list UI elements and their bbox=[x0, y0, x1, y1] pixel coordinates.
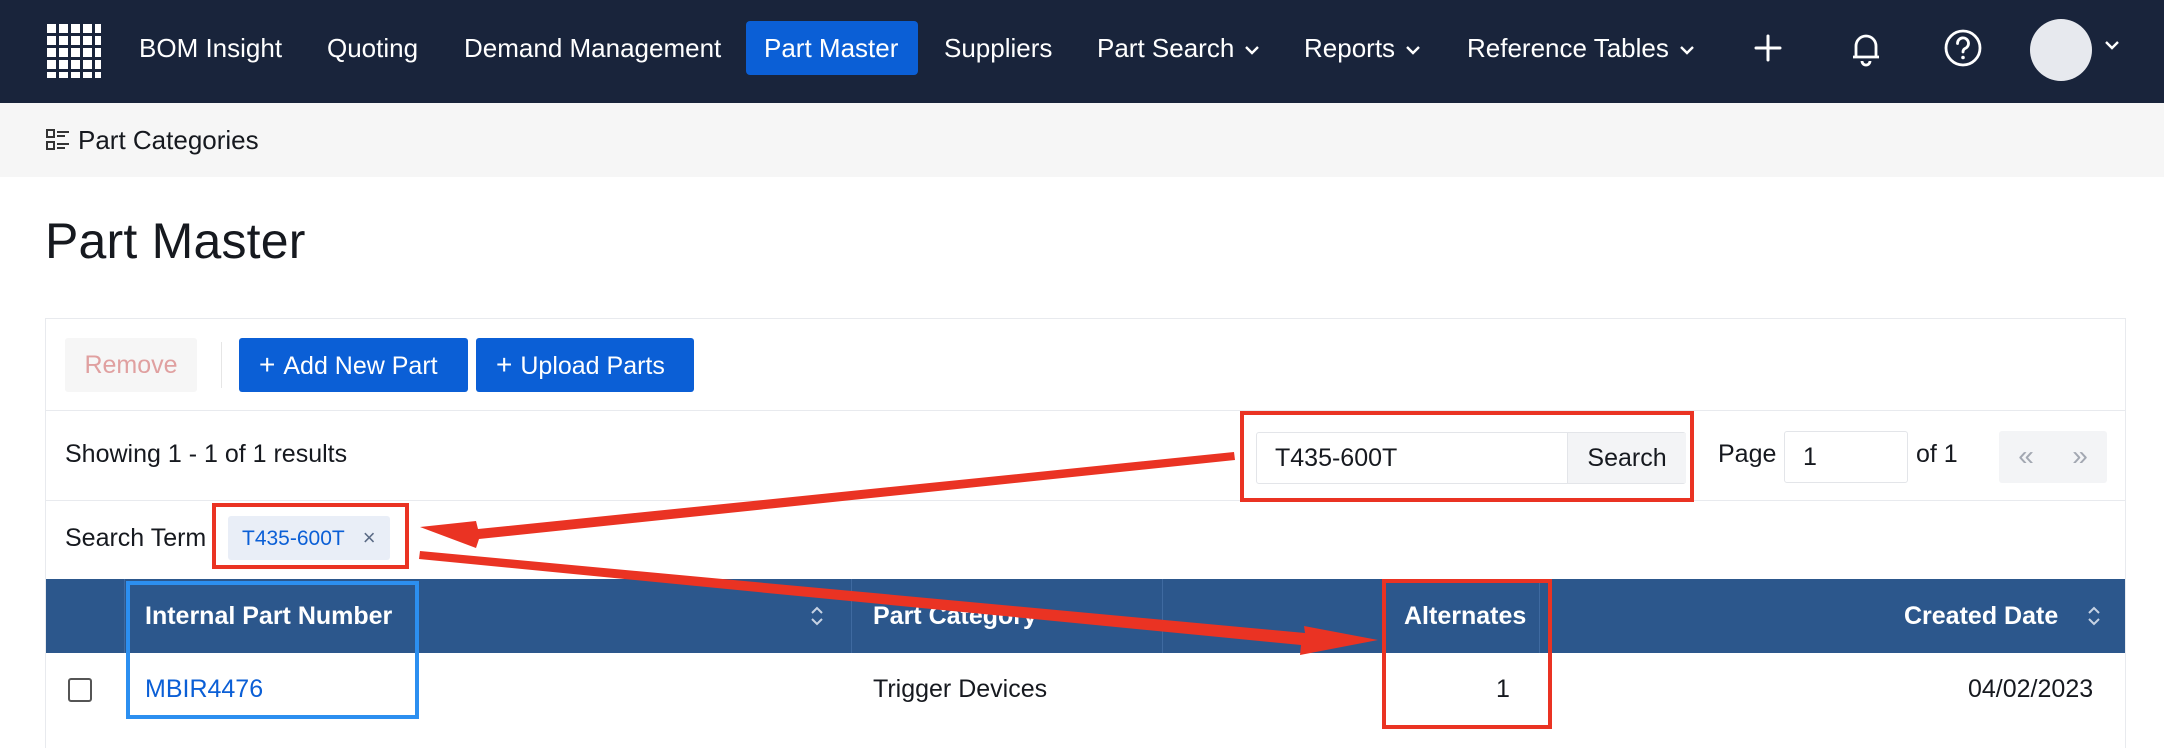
toolbar-divider bbox=[221, 342, 222, 388]
divider bbox=[46, 500, 2125, 501]
chevron-down-icon[interactable] bbox=[2104, 40, 2120, 50]
bell-icon[interactable] bbox=[1842, 24, 1890, 72]
plus-icon[interactable] bbox=[1744, 24, 1792, 72]
nav-label: Reports bbox=[1304, 33, 1396, 63]
nav-reports[interactable]: Reports bbox=[1286, 21, 1439, 75]
page-total-label: of 1 bbox=[1916, 440, 1958, 468]
part-categories-link[interactable]: Part Categories bbox=[78, 125, 259, 155]
search-box: Search bbox=[1256, 432, 1686, 484]
avatar[interactable] bbox=[2030, 19, 2092, 81]
page-label: Page bbox=[1718, 440, 1777, 468]
close-icon[interactable]: × bbox=[362, 525, 376, 550]
add-new-part-button[interactable]: +Add New Part bbox=[239, 338, 468, 392]
alternates-cell: 1 bbox=[1496, 675, 1510, 703]
column-header-alternates[interactable]: Alternates bbox=[1404, 602, 1527, 630]
nav-reference-tables[interactable]: Reference Tables bbox=[1449, 21, 1713, 75]
part-number-highlight bbox=[126, 581, 419, 719]
column-header-created-date[interactable]: Created Date bbox=[1904, 602, 2059, 630]
results-count: Showing 1 - 1 of 1 results bbox=[65, 440, 348, 468]
nav-part-search[interactable]: Part Search bbox=[1079, 21, 1278, 75]
plus-icon: + bbox=[259, 349, 276, 380]
search-term-label: Search Term bbox=[65, 524, 207, 552]
nav-part-master[interactable]: Part Master bbox=[746, 21, 918, 75]
sort-icon[interactable] bbox=[809, 605, 825, 627]
search-chip-highlight bbox=[212, 503, 409, 569]
list-icon[interactable] bbox=[46, 129, 70, 151]
column-divider bbox=[851, 579, 852, 653]
nav-label: Part Master bbox=[764, 33, 899, 63]
plus-icon: + bbox=[496, 349, 513, 380]
search-button[interactable]: Search bbox=[1567, 433, 1686, 483]
row-checkbox[interactable] bbox=[68, 678, 92, 702]
nav-bom-insight[interactable]: BOM Insight bbox=[121, 21, 300, 75]
nav-label: Quoting bbox=[327, 33, 419, 63]
column-header-internal-part-number[interactable]: Internal Part Number bbox=[145, 602, 393, 630]
page-title: Part Master bbox=[45, 213, 306, 269]
chevron-down-icon bbox=[1680, 46, 1694, 55]
column-divider bbox=[1162, 579, 1163, 653]
upload-parts-button[interactable]: +Upload Parts bbox=[476, 338, 694, 392]
column-header-part-category[interactable]: Part Category bbox=[873, 602, 1037, 630]
created-date-cell: 04/02/2023 bbox=[1968, 675, 2094, 703]
nav-label: Part Search bbox=[1097, 33, 1235, 63]
sort-icon[interactable] bbox=[2086, 605, 2102, 627]
search-term-chip: T435-600T × bbox=[228, 516, 390, 560]
first-page-button[interactable]: « bbox=[1999, 431, 2053, 483]
part-number-link[interactable]: MBIR4476 bbox=[145, 675, 264, 703]
search-input[interactable] bbox=[1257, 433, 1567, 483]
nav-label: BOM Insight bbox=[139, 33, 283, 63]
column-divider bbox=[1539, 579, 1540, 653]
top-navigation-bar: BOM Insight Quoting Demand Management Pa… bbox=[0, 0, 2164, 103]
nav-quoting[interactable]: Quoting bbox=[309, 21, 436, 75]
part-category-cell: Trigger Devices bbox=[873, 675, 1048, 703]
column-divider bbox=[124, 579, 125, 653]
search-box-highlight bbox=[1240, 411, 1694, 502]
grid-logo-icon[interactable] bbox=[45, 22, 103, 80]
chevron-down-icon bbox=[1245, 46, 1260, 55]
alternates-highlight bbox=[1382, 579, 1552, 729]
nav-label: Suppliers bbox=[944, 33, 1053, 63]
nav-label: Reference Tables bbox=[1467, 33, 1669, 63]
remove-button[interactable]: Remove bbox=[65, 338, 197, 392]
button-label: Add New Part bbox=[283, 352, 438, 380]
button-label: Upload Parts bbox=[520, 352, 665, 380]
sub-navigation-bar: Part Categories bbox=[0, 103, 2164, 177]
nav-demand-management[interactable]: Demand Management bbox=[446, 21, 739, 75]
page-number-input[interactable] bbox=[1784, 431, 1908, 483]
nav-label: Demand Management bbox=[464, 33, 722, 63]
divider bbox=[46, 410, 2125, 411]
last-page-button[interactable]: » bbox=[2053, 431, 2107, 483]
nav-suppliers[interactable]: Suppliers bbox=[926, 21, 1070, 75]
help-icon[interactable] bbox=[1939, 24, 1987, 72]
chevron-down-icon bbox=[1406, 46, 1420, 55]
filter-dash-icon[interactable] bbox=[1130, 611, 1142, 621]
chip-label: T435-600T bbox=[242, 527, 345, 550]
